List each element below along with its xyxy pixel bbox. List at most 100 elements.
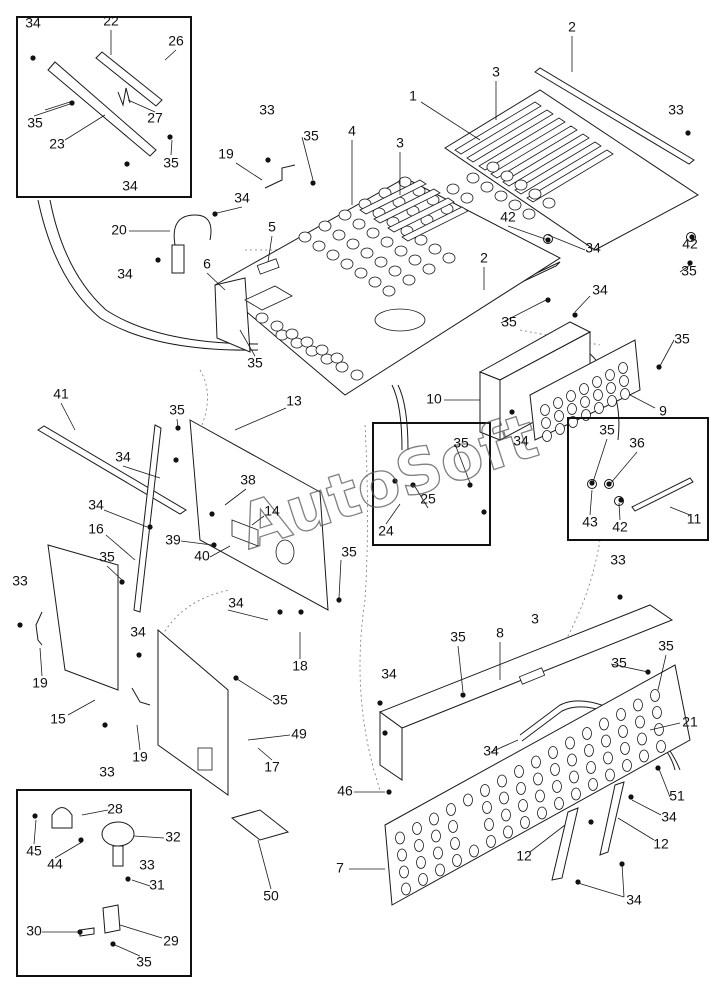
leader-lines [33, 30, 691, 957]
leader-line [617, 817, 655, 841]
panel-hole [463, 793, 473, 807]
panel-hole [635, 715, 645, 729]
panel-hole [616, 708, 626, 721]
callout-35: 35 [136, 954, 152, 970]
part-27-spring-clip [117, 87, 131, 107]
grille-hole [555, 423, 565, 435]
panel-hole [605, 768, 615, 782]
part-11-rod [631, 477, 694, 512]
fastener-dot [136, 652, 142, 658]
washer [587, 479, 597, 489]
callout-35: 35 [341, 544, 357, 560]
leader-line [236, 678, 273, 702]
callout-35: 35 [611, 655, 627, 671]
callout-35: 35 [27, 115, 43, 131]
panel-hole [395, 831, 405, 845]
hood-vent-hole [380, 236, 394, 248]
callout-24: 24 [378, 523, 394, 539]
seal-strip-center [391, 384, 403, 451]
hood-vent-hole [466, 172, 480, 184]
hood-vent-hole [480, 181, 494, 193]
panel-hole [469, 844, 479, 858]
callout-labels: 1 2 2 3 3 3 4 5 6 7 8 9 10 11 12 12 13 1… [12, 13, 701, 970]
hood-vent-hole [330, 352, 344, 364]
panel-hole [518, 799, 528, 812]
leader-line [106, 565, 123, 581]
panel-hole [484, 818, 494, 831]
leader-line [180, 540, 213, 546]
leader-line [234, 407, 287, 431]
panel-hole [650, 689, 660, 702]
fastener-dot [32, 813, 38, 819]
panel-hole [499, 791, 509, 805]
hood-vent-hole [360, 247, 374, 259]
callout-46: 46 [337, 783, 353, 799]
panel-hole [452, 854, 462, 867]
seal-strip-left-inner [49, 199, 259, 345]
leader-line [81, 809, 109, 816]
leader-line [103, 509, 148, 528]
callout-19: 19 [132, 749, 148, 765]
fastener-dot [209, 511, 215, 517]
fastener-dot [167, 134, 173, 140]
panel-hole [537, 806, 547, 820]
fastener-dot [155, 257, 161, 263]
leader-line [235, 162, 263, 181]
panel-hole [633, 698, 643, 712]
panel-hole [486, 835, 496, 848]
callout-36: 36 [629, 435, 645, 451]
leader-line [629, 394, 656, 409]
callout-18: 18 [292, 658, 308, 674]
part-28-latch [51, 807, 73, 829]
grille-hole [541, 417, 551, 429]
panel-hole [599, 717, 609, 731]
leader-line [621, 863, 625, 898]
callout-26: 26 [168, 33, 184, 49]
inset-box-center [372, 422, 491, 546]
panel-hole [565, 736, 575, 750]
callout-16: 16 [88, 521, 104, 537]
callout-34: 34 [115, 449, 131, 465]
callout-34: 34 [483, 743, 499, 759]
fastener-dot [124, 161, 130, 167]
callout-32: 32 [165, 829, 181, 845]
hood-vent-hole [382, 285, 396, 297]
hood-vent-hole [352, 218, 366, 230]
hood-vent-hole [494, 190, 508, 202]
panel-hole [654, 723, 664, 736]
fastener-dot [69, 100, 75, 106]
leader-line [136, 724, 141, 751]
fastener-dot [147, 524, 153, 530]
panel-hole [620, 742, 630, 755]
fastener-dot [382, 730, 388, 736]
hood-vent-hole [402, 274, 416, 286]
callout-35: 35 [501, 314, 517, 330]
panel-hole [418, 873, 428, 886]
panel-hole [603, 751, 613, 765]
part-29-bracket-plate [102, 904, 121, 934]
fastener-dot [545, 297, 551, 303]
leader-line [507, 225, 549, 241]
panel-hole [652, 706, 662, 719]
panel-hole [531, 755, 541, 769]
fastener-dot [392, 478, 398, 484]
leader-line [247, 734, 291, 741]
hood-vent-hole [422, 263, 436, 275]
part-22-hinge-bar [95, 51, 163, 107]
callout-34: 34 [661, 809, 677, 825]
leader-line [64, 114, 106, 141]
callout-35: 35 [99, 549, 115, 565]
hood-vent-slot [373, 188, 441, 224]
callout-12: 12 [653, 836, 669, 852]
fastener-dot [77, 929, 83, 935]
fastener-dot [298, 609, 304, 615]
panel-hole [567, 753, 577, 767]
callout-17: 17 [264, 759, 280, 775]
panel-hole [569, 770, 579, 784]
panel-hole [618, 725, 628, 738]
callout-41: 41 [53, 386, 69, 402]
leader-line [529, 824, 566, 853]
leader-line [338, 559, 342, 599]
part-20-bracket-foot [171, 244, 185, 274]
